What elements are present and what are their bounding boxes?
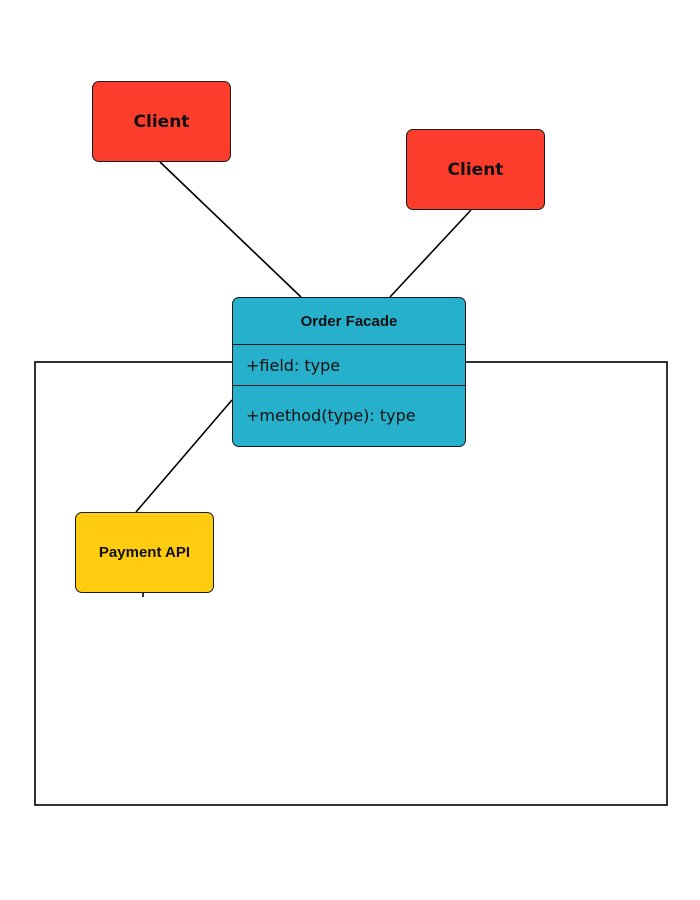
class-method: +method(type): type bbox=[246, 405, 416, 425]
class-name: Order Facade bbox=[233, 298, 465, 345]
connector-client-right-to-facade bbox=[389, 209, 472, 298]
client-label: Client bbox=[447, 159, 504, 180]
payment-api-node[interactable]: Payment API bbox=[75, 512, 214, 593]
order-facade-class[interactable]: Order Facade +field: type +method(type):… bbox=[232, 297, 466, 447]
connector-client-left-to-facade bbox=[159, 161, 302, 298]
payment-api-label: Payment API bbox=[98, 544, 191, 561]
client-node[interactable]: Client bbox=[406, 129, 545, 210]
connector-facade-to-payment-api bbox=[135, 399, 233, 513]
client-label: Client bbox=[133, 111, 190, 132]
class-field: +field: type bbox=[233, 345, 465, 386]
client-node[interactable]: Client bbox=[92, 81, 231, 162]
